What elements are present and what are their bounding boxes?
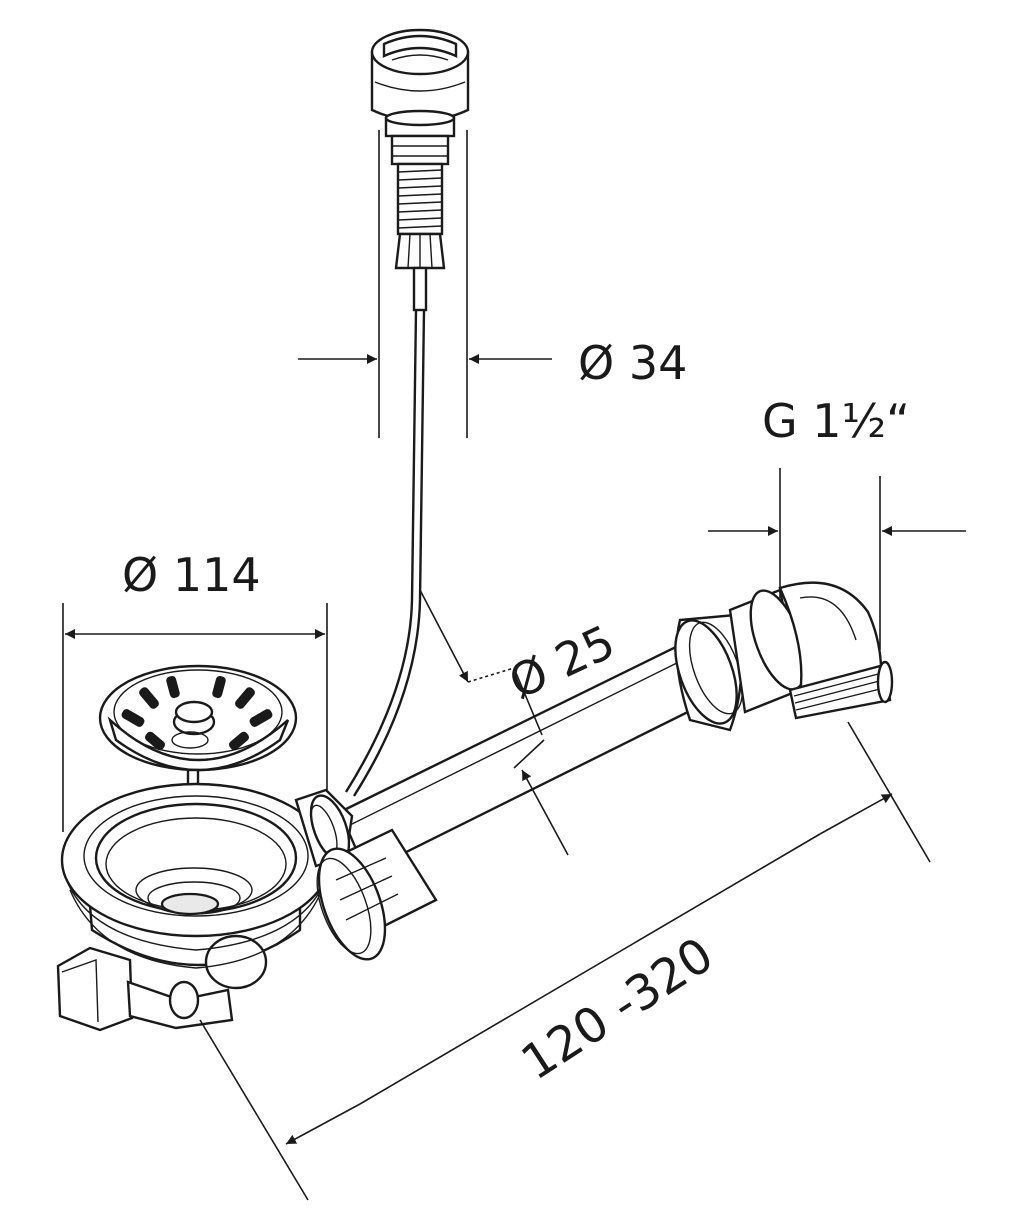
dimension-length xyxy=(199,721,931,1201)
dimension-label-knob-diameter: Ø 34 xyxy=(578,336,688,390)
bowden-cable xyxy=(344,309,418,793)
pipe-coupling-nut xyxy=(674,588,807,732)
strainer-body xyxy=(56,782,354,1032)
dimension-pipe-diameter xyxy=(419,589,569,856)
dimension-label-thread: G 1½“ xyxy=(762,394,910,448)
dimension-knob-diameter xyxy=(298,130,552,438)
dimension-basin-diameter xyxy=(62,603,328,832)
tube-coupling-left xyxy=(316,828,438,961)
dimension-thread xyxy=(708,468,966,650)
pull-knob-assembly xyxy=(370,28,470,312)
dimension-label-basin-diameter: Ø 114 xyxy=(122,548,261,602)
strainer-plug xyxy=(98,664,298,858)
outlet-elbow xyxy=(778,581,894,720)
